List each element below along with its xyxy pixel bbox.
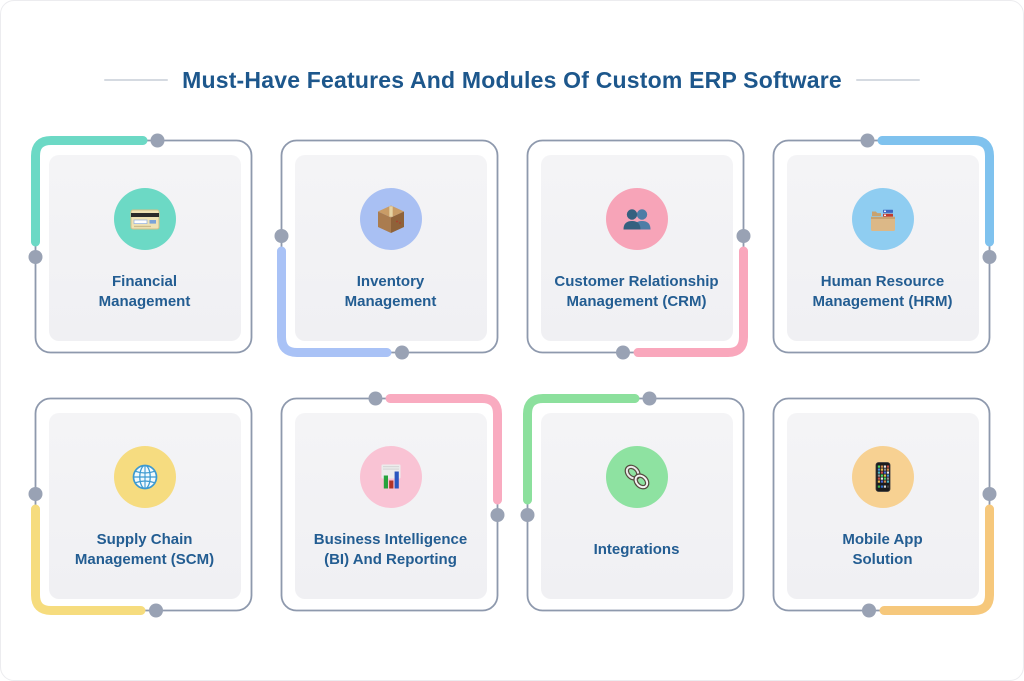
icon-circle [113, 446, 176, 508]
title-rule-left [104, 79, 169, 81]
icon-circle [851, 446, 914, 508]
card-bi-reporting: Business Intelligence (BI) And Reporting [280, 391, 504, 612]
card-grid: Financial Management [1, 133, 1023, 618]
card-panel: Mobile App Solution [786, 413, 979, 599]
card-label: Human Resource Management (HRM) [812, 273, 953, 310]
card-border [280, 391, 504, 612]
icon-circle [851, 188, 914, 250]
smartphone-icon [875, 462, 890, 492]
card-border [772, 397, 996, 618]
card-row-1: Financial Management [1, 133, 1023, 360]
card-panel: Integrations [540, 413, 733, 599]
page-title: Must-Have Features And Modules Of Custom… [182, 66, 842, 93]
card-row-2: Supply Chain Management (SCM) [1, 391, 1023, 618]
card-scm: Supply Chain Management (SCM) [28, 397, 253, 618]
icon-circle [359, 446, 422, 508]
card-panel: Inventory Management [294, 155, 487, 341]
card-financial-management: Financial Management [28, 133, 253, 354]
card-border [28, 133, 252, 354]
card-label: Customer Relationship Management (CRM) [554, 273, 719, 310]
credit-card-icon [130, 209, 159, 230]
card-panel: Customer Relationship Management (CRM) [540, 155, 733, 341]
card-label: Supply Chain Management (SCM) [74, 531, 215, 568]
card-border [28, 397, 252, 618]
title-rule-right [855, 79, 920, 81]
icon-circle [605, 188, 668, 250]
chain-link-icon [624, 464, 649, 490]
card-border [772, 133, 996, 354]
card-panel: Financial Management [48, 155, 241, 341]
card-panel: Business Intelligence (BI) And Reporting [294, 413, 487, 599]
icon-circle [359, 188, 422, 250]
icon-circle [113, 188, 176, 250]
bar-chart-icon [381, 464, 400, 489]
card-hrm: Human Resource Management (HRM) [772, 133, 996, 354]
card-border [274, 139, 498, 360]
package-icon [377, 205, 404, 233]
card-file-box-icon [870, 209, 895, 231]
people-icon [623, 209, 650, 230]
card-label: Mobile App Solution [842, 531, 923, 568]
card-panel: Supply Chain Management (SCM) [48, 413, 241, 599]
title-row: Must-Have Features And Modules Of Custom… [1, 65, 1023, 95]
card-label: Inventory Management [344, 273, 437, 310]
globe-icon [132, 464, 157, 490]
card-label: Business Intelligence (BI) And Reporting [313, 531, 468, 568]
card-integrations: Integrations [520, 391, 745, 612]
card-border [520, 391, 744, 612]
icon-circle [605, 446, 668, 508]
card-panel: Human Resource Management (HRM) [786, 155, 979, 341]
card-label: Integrations [593, 541, 680, 558]
card-mobile-app: Mobile App Solution [772, 397, 996, 618]
card-label: Financial Management [98, 273, 191, 310]
card-crm: Customer Relationship Management (CRM) [526, 139, 750, 360]
card-inventory-management: Inventory Management [274, 139, 499, 360]
card-border [526, 139, 750, 360]
